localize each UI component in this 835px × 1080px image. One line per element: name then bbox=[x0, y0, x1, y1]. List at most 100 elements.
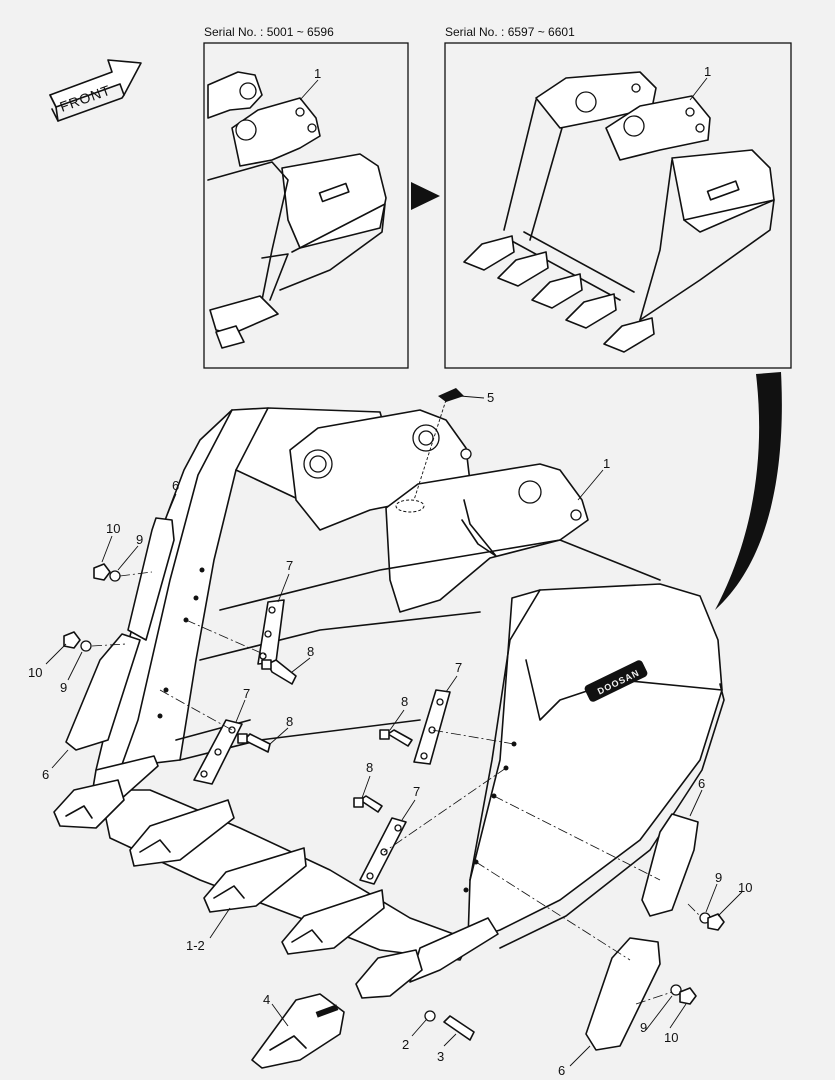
leader-10-lower-left bbox=[45, 643, 67, 665]
callout-7-upper-right: 7 bbox=[455, 660, 462, 675]
left-wall-bolt-hole-1 bbox=[199, 567, 205, 573]
inset-1-side-cutter bbox=[261, 253, 289, 301]
front-pin-hole bbox=[518, 480, 542, 504]
alignment-line-6 bbox=[475, 861, 631, 961]
connecting-plate-3-hole-1 bbox=[436, 698, 444, 706]
inset-serial-5001-6596: Serial No. : 5001 ~ 6596 1 bbox=[203, 25, 409, 369]
grease-fitting-location bbox=[395, 499, 425, 513]
nut-lower-right bbox=[679, 987, 697, 1005]
leader-9-upper-right bbox=[705, 883, 718, 913]
washer-lower-left bbox=[80, 640, 92, 652]
callout-7-upper-left: 7 bbox=[286, 558, 293, 573]
front-arrow-edge bbox=[49, 94, 59, 122]
side-shroud-upper-right bbox=[641, 813, 699, 917]
callout-10-upper-left: 10 bbox=[106, 521, 120, 536]
inset-1-serial: Serial No. : 5001 ~ 6596 bbox=[204, 25, 334, 39]
tooth-1-body bbox=[53, 779, 125, 829]
inset-1-callout-1: 1 bbox=[314, 66, 321, 81]
leader-8-lower-right bbox=[361, 775, 371, 799]
leader-6-upper-right bbox=[689, 789, 703, 817]
inset-2-tooth-5 bbox=[603, 317, 655, 353]
lock-ring bbox=[424, 1010, 436, 1022]
bolt-lower-right bbox=[353, 795, 383, 813]
left-wall-bolt-hole-2 bbox=[193, 595, 199, 601]
tooth-5-adapter-body bbox=[355, 949, 423, 999]
callout-9-upper-left: 9 bbox=[136, 532, 143, 547]
alignment-line-8 bbox=[383, 767, 507, 853]
connecting-plate-2-hole-2 bbox=[214, 748, 222, 756]
callout-10-lower-left: 10 bbox=[28, 665, 42, 680]
leader-7-lower-left bbox=[235, 699, 246, 723]
callout-8-lower-right: 8 bbox=[366, 760, 373, 775]
connecting-plate-2-hole-3 bbox=[200, 770, 208, 778]
inset-2-serial: Serial No. : 6597 ~ 6601 bbox=[445, 25, 575, 39]
inset-2-left-side-wall bbox=[503, 99, 563, 241]
inset-1-pin-hole-front bbox=[235, 119, 257, 141]
nut-lower-left bbox=[63, 631, 81, 649]
leader-3 bbox=[443, 1033, 457, 1047]
bolt-lower-left bbox=[237, 733, 271, 753]
alignment-line-5 bbox=[493, 795, 661, 881]
tooth-3 bbox=[203, 847, 307, 913]
leader-9-lower-right bbox=[645, 995, 673, 1031]
front-arrow-depth bbox=[55, 94, 125, 122]
inset-1-tooth-adapter bbox=[209, 295, 279, 335]
alignment-line-3 bbox=[185, 619, 269, 657]
left-wall-bolt-hole-5 bbox=[157, 713, 163, 719]
front-direction-arrow: FRONT bbox=[49, 59, 142, 122]
inset-2-tooth-4 bbox=[565, 293, 617, 329]
connecting-plate-1-hole-2 bbox=[264, 630, 272, 638]
tooth-2-body bbox=[129, 799, 235, 867]
leader-6-lower-left bbox=[51, 749, 69, 769]
inset-2-right-side-wall bbox=[639, 159, 673, 321]
callout-7-lower-left: 7 bbox=[243, 686, 250, 701]
bolt-4-shank bbox=[359, 795, 383, 813]
leader-5 bbox=[459, 395, 485, 399]
leader-4 bbox=[271, 1003, 289, 1027]
alignment-line-7 bbox=[431, 729, 515, 745]
connecting-plate-2-hole-1 bbox=[228, 726, 236, 734]
leader-6-upper-left bbox=[165, 493, 177, 519]
tooth-point-brand-mark bbox=[315, 1004, 339, 1018]
leader-9-upper-left bbox=[117, 545, 139, 571]
alignment-line-1 bbox=[119, 571, 153, 577]
nut-upper-left bbox=[93, 563, 111, 581]
inset-2-cutting-edge-side bbox=[639, 199, 775, 321]
inset-1-tooth bbox=[215, 325, 245, 349]
connecting-plate-4-hole-1 bbox=[394, 824, 402, 832]
inset-1-bucket-drawing bbox=[207, 71, 387, 349]
left-side-wall-inner-edge bbox=[119, 409, 233, 771]
right-wall-lip bbox=[499, 683, 725, 949]
side-shroud-lower-right bbox=[585, 937, 661, 1051]
inset-2-tooth-1 bbox=[463, 235, 515, 271]
inset-2-small-hole-2 bbox=[695, 123, 705, 133]
bolt-1-head bbox=[261, 659, 272, 670]
inset-2-tooth-2 bbox=[497, 251, 549, 287]
callout-6-upper-right: 6 bbox=[698, 776, 705, 791]
alignment-line-4 bbox=[159, 689, 233, 731]
right-side-wall-inner-edge bbox=[469, 589, 541, 881]
inset-1-side-plate bbox=[281, 153, 387, 249]
brand-plate-shape bbox=[584, 660, 648, 702]
inset-1-small-hole-1 bbox=[295, 107, 305, 117]
leader-9-lower-left bbox=[67, 651, 83, 681]
inset-2-callout-1: 1 bbox=[704, 64, 711, 79]
leader-7-upper-left bbox=[277, 573, 290, 603]
front-arrow-shape bbox=[49, 59, 142, 108]
bolt-4-head bbox=[353, 797, 364, 808]
detail-sweep-curve bbox=[715, 372, 782, 610]
alignment-line-9 bbox=[687, 903, 701, 917]
connecting-plate-3-hole-3 bbox=[420, 752, 428, 760]
callout-5: 5 bbox=[487, 390, 494, 405]
connecting-plate-3-hole-2 bbox=[428, 726, 436, 734]
inset-1-pin-hole-rear bbox=[239, 82, 257, 100]
callout-6-upper-left: 6 bbox=[172, 478, 179, 493]
leader-7-upper-right bbox=[445, 675, 458, 693]
bucket-back-curve bbox=[219, 539, 661, 611]
bolt-2-head bbox=[237, 733, 248, 744]
callout-10-upper-right: 10 bbox=[738, 880, 752, 895]
callout-9-upper-right: 9 bbox=[715, 870, 722, 885]
bolt-upper-left bbox=[261, 659, 297, 685]
right-side-plate-edge bbox=[525, 659, 723, 721]
